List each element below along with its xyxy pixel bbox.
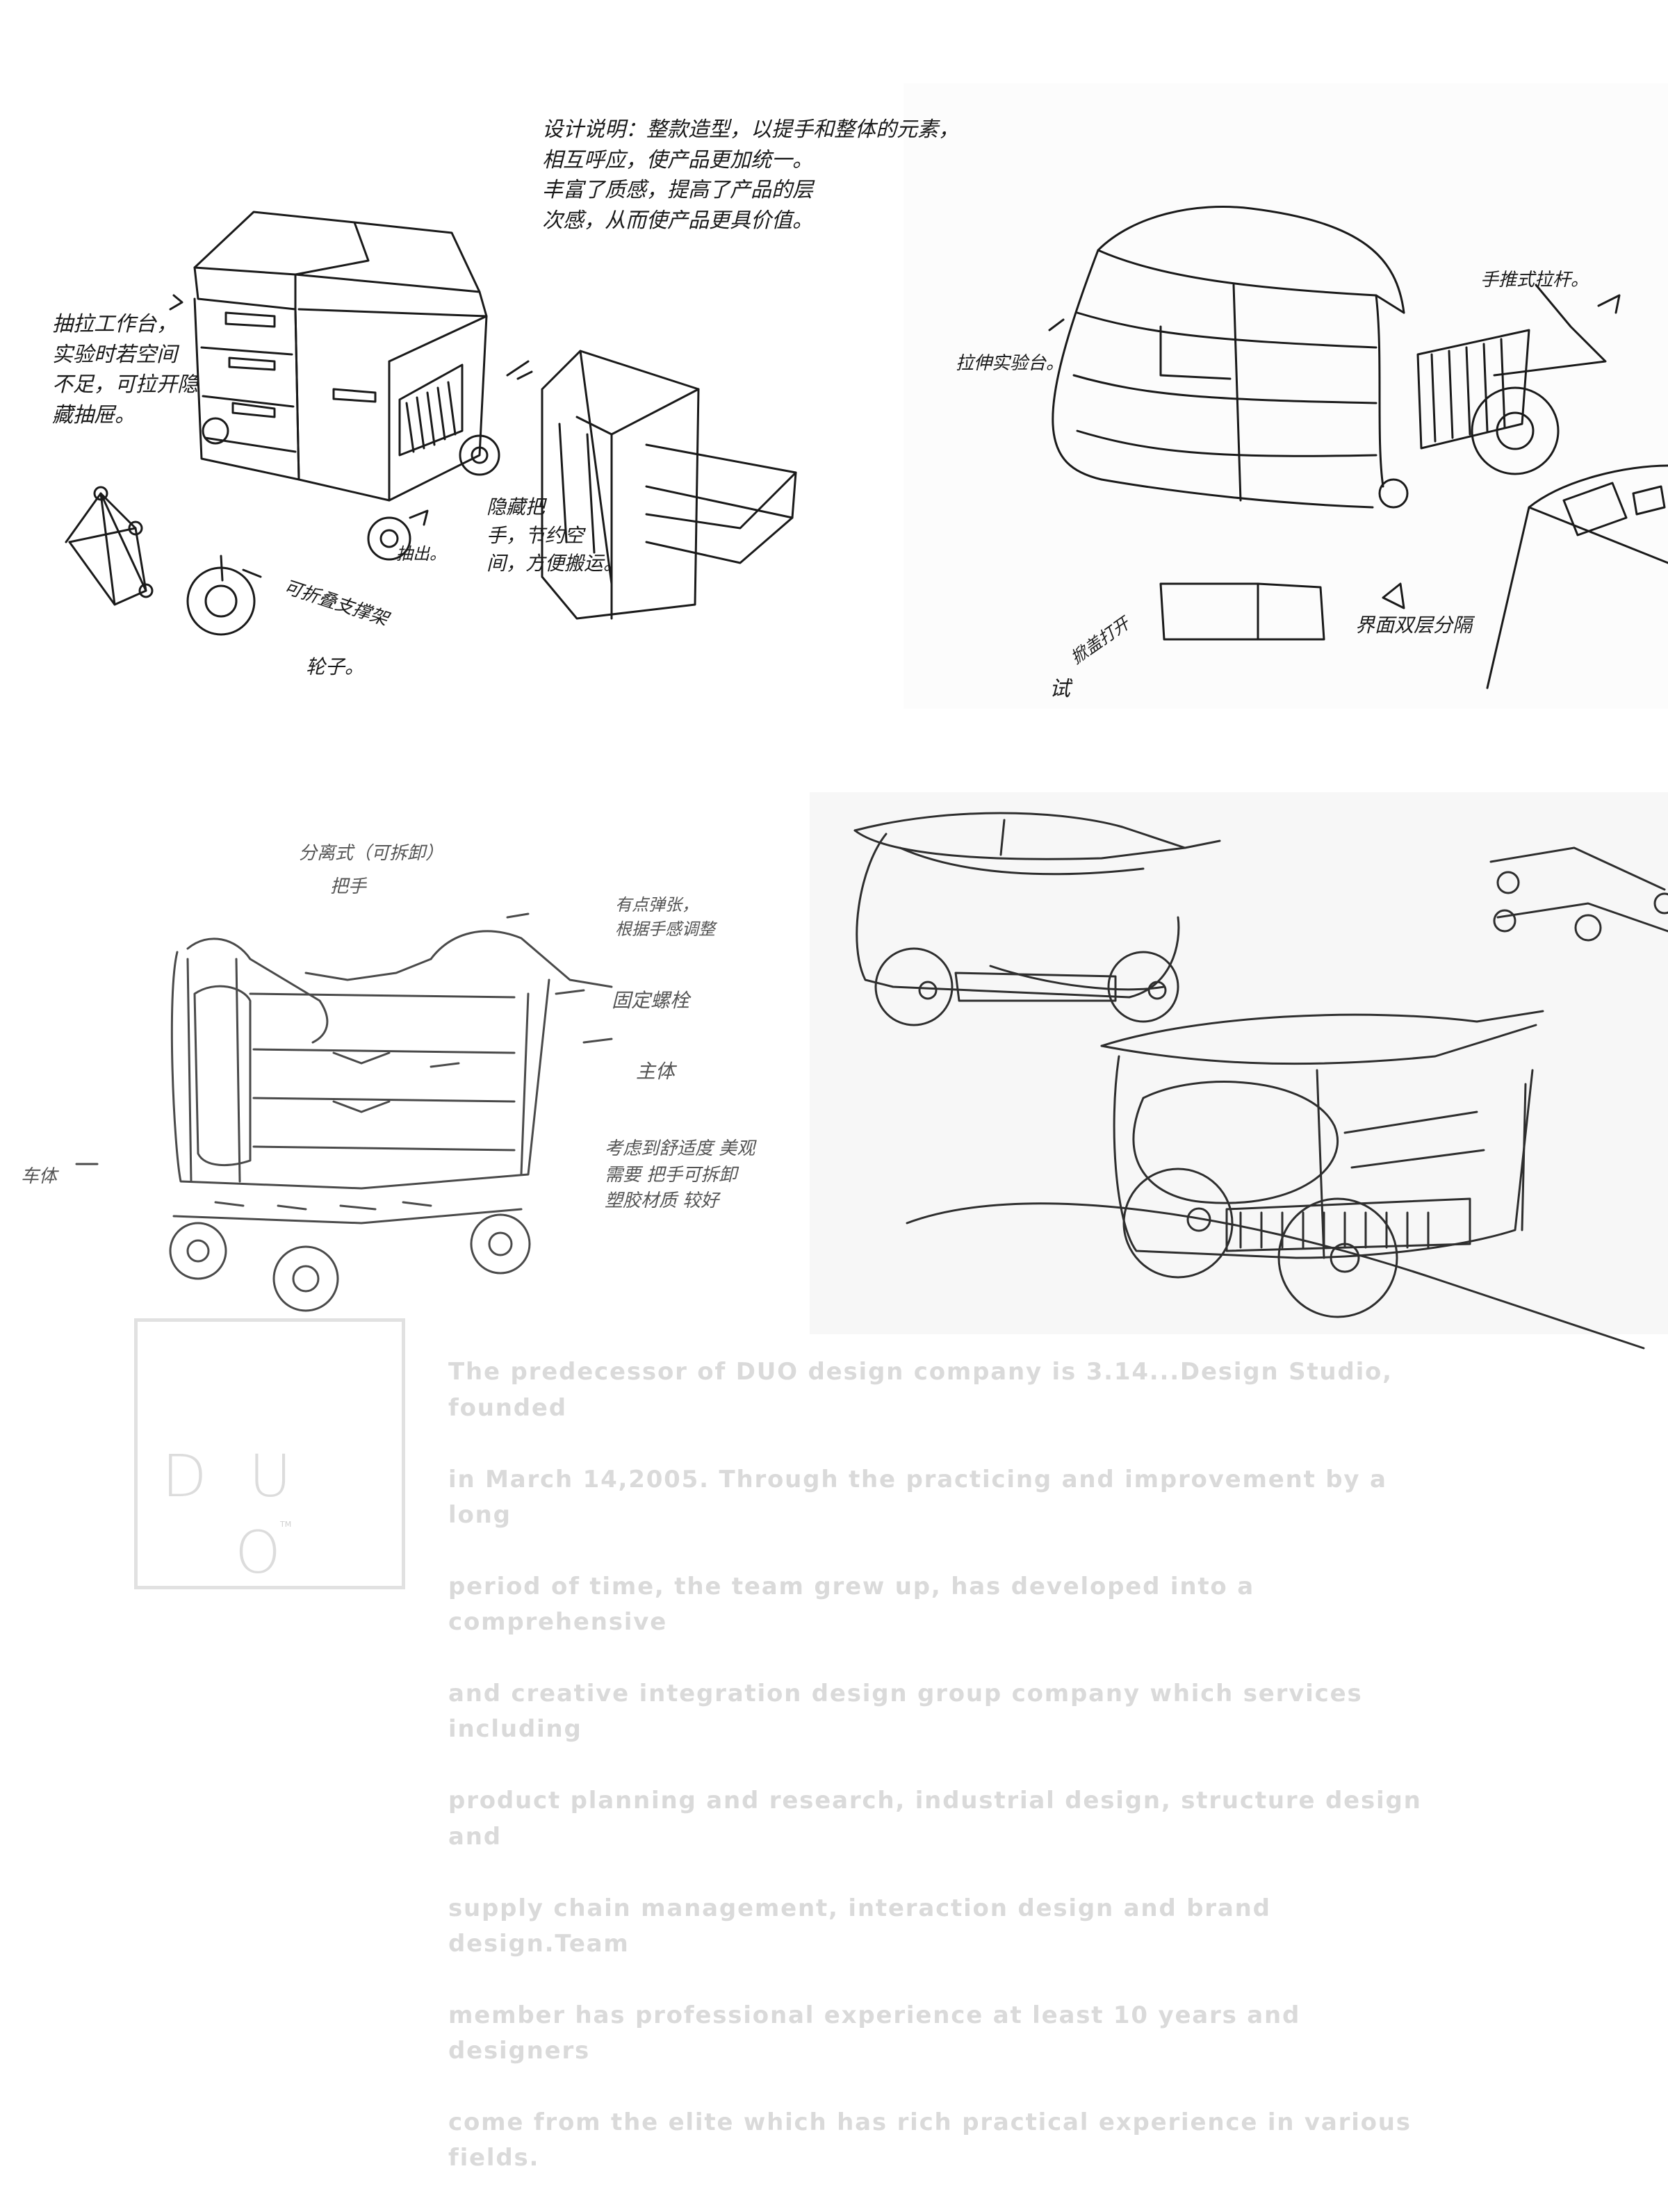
pull-up-note: 抽出。 [396,544,446,564]
description-line: come from the elite which has rich pract… [448,2108,1412,2172]
split-detachable-note: 分离式（可拆卸） [299,843,444,864]
logo-letter-o: O [235,1518,281,1587]
description-line: product planning and research, industria… [448,1787,1422,1851]
dual-partition-note: 界面双层分隔 [1355,614,1473,637]
logo-trademark: TM [280,1520,292,1529]
considerations-note: 考虑到舒适度 美观 需要 把手可拆卸 塑胶材质 较好 [605,1138,755,1212]
fixing-bolt-note: 固定螺栓 [612,989,690,1012]
description-line: supply chain management, interaction des… [448,1894,1271,1958]
rounded-cart-sketch [1048,206,1668,689]
test-note: 试 [1049,677,1070,701]
handle-note: 把手 [330,876,367,897]
duo-logo: D U O TM [134,1318,405,1589]
spring-note: 有点弹张， 根据手感调整 [615,895,715,939]
stretch-platform-note: 拉伸实验台。 [956,353,1065,374]
drawer-cart-sketch [65,211,797,636]
description-line: The predecessor of DUO design company is… [448,1358,1393,1422]
hidden-handle-note: 隐藏把 手，节约空 间，方便搬运。 [486,495,623,575]
description-line: period of time, the team grew up, has de… [448,1572,1254,1637]
handle-cart-sketch [75,912,613,1312]
pod-cart-sketch [853,812,1668,1350]
description-line: and creative integration design group co… [448,1680,1363,1744]
logo-letter-u: U [249,1442,292,1510]
description-line: member has professional experience at le… [448,2001,1301,2065]
company-description: The predecessor of DUO design company is… [448,1319,1449,2212]
wheel-note: 轮子。 [306,655,365,678]
sketch-panel-top-left [28,66,903,691]
description-line: in March 14,2005. Through the practicing… [448,1465,1387,1530]
logo-letter-d: D [162,1442,207,1510]
design-statement-note: 设计说明：整款造型，以提手和整体的元素， 相互呼应，使产品更加统一。 丰富了质感… [542,117,959,233]
chassis-note: 车体 [21,1166,58,1187]
drawer-platform-note: 抽拉工作台， 实验时若空间 不足，可拉开隐 藏抽屉。 [52,312,198,427]
main-body-note: 主体 [636,1060,676,1083]
hand-pull-note: 手推式拉杆。 [1480,270,1589,290]
